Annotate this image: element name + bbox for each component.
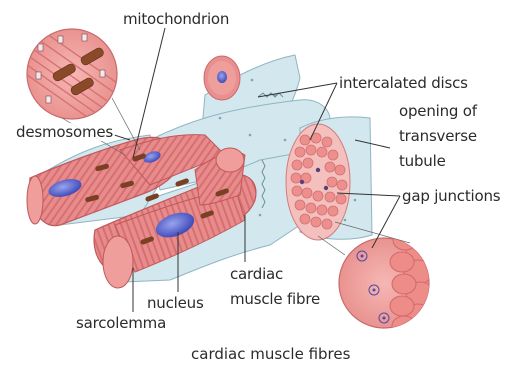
label-tubule: tubule [399, 152, 446, 170]
intercalated-disc-end [286, 124, 350, 240]
label-cardiac: cardiac [230, 265, 283, 283]
label-intercalated-discs: intercalated discs [339, 74, 468, 92]
label-muscle-fibre: muscle fibre [230, 290, 320, 308]
label-gap-junctions: gap junctions [402, 187, 500, 205]
label-desmosomes: desmosomes [14, 123, 115, 141]
label-transverse: transverse [399, 127, 477, 145]
label-nucleus: nucleus [147, 294, 204, 312]
zoom-circle-gap-junctions [339, 230, 434, 336]
fibre-end-small [204, 56, 240, 100]
label-mitochondrion: mitochondrion [123, 10, 229, 28]
figure-caption: cardiac muscle fibres [191, 345, 350, 363]
label-sarcolemma: sarcolemma [76, 314, 166, 332]
label-opening-of: opening of [399, 102, 477, 120]
